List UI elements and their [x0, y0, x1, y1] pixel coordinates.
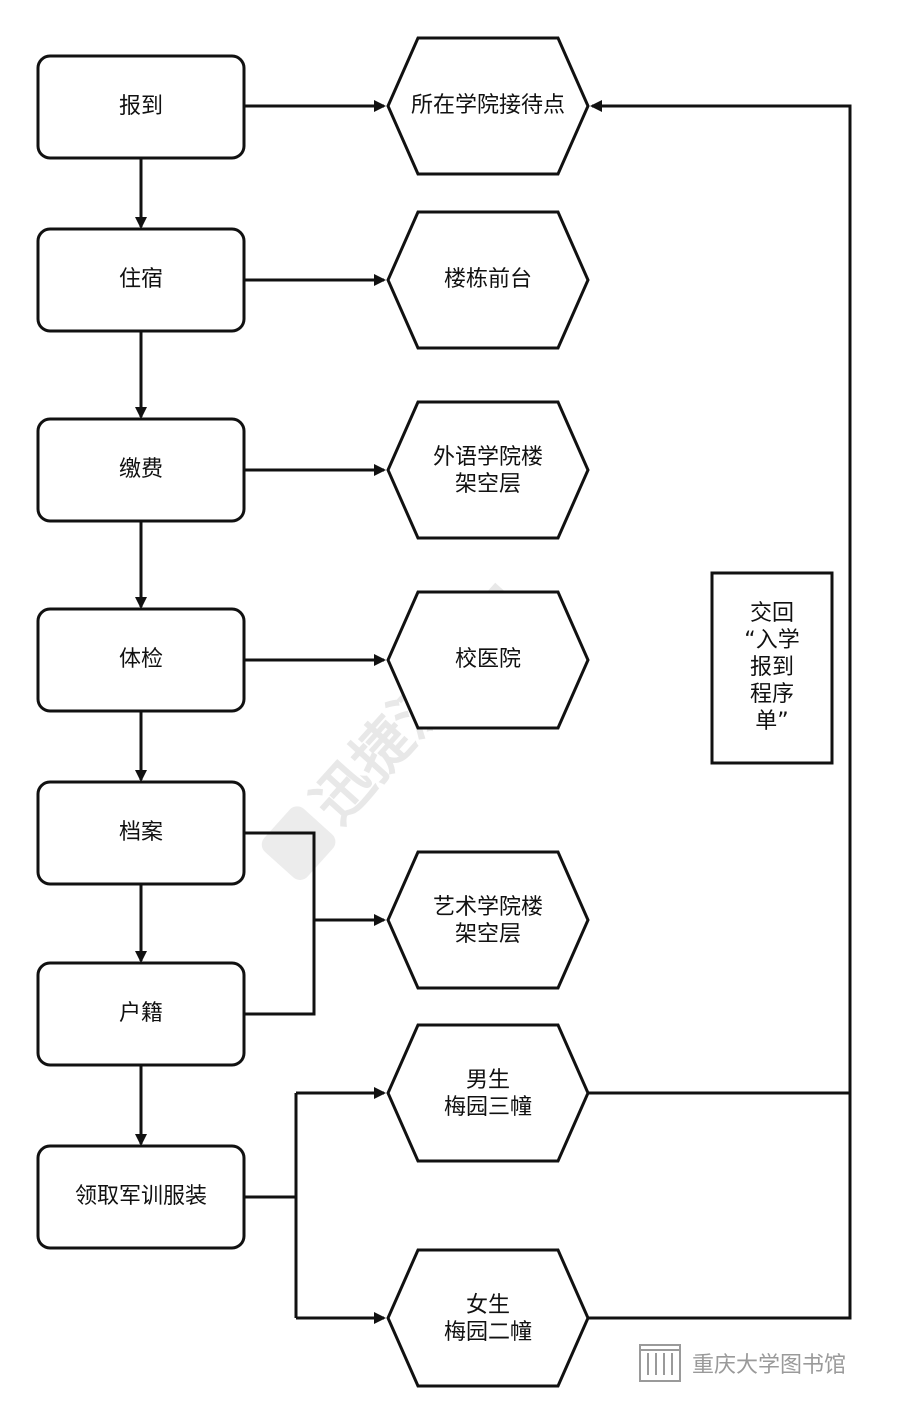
step-checkup: 体检	[36, 607, 246, 713]
note-line: 程序	[750, 682, 794, 707]
step-label: 报到	[119, 94, 163, 119]
location-male-dorm: 男生 梅园三幢	[386, 1023, 590, 1163]
step-label: 档案	[119, 820, 163, 845]
step-label: 缴费	[119, 457, 163, 482]
location-female-dorm: 女生 梅园二幢	[386, 1248, 590, 1388]
step-label: 体检	[119, 647, 163, 672]
watermark-logo-icon	[261, 806, 336, 880]
location-art-building: 艺术学院楼 架空层	[386, 850, 590, 990]
step-archive: 档案	[36, 780, 246, 886]
library-name: 重庆大学图书馆	[692, 1353, 846, 1378]
location-school-hospital: 校医院	[386, 590, 590, 730]
step-label: 户籍	[119, 1001, 163, 1026]
library-icon	[639, 1344, 681, 1382]
step-payment: 缴费	[36, 417, 246, 523]
step-accommodation: 住宿	[36, 227, 246, 333]
note-line: 交回	[750, 601, 794, 626]
location-college-reception: 所在学院接待点	[386, 36, 590, 176]
location-label: 男生	[466, 1068, 510, 1093]
return-loop	[588, 100, 852, 1320]
location-label: 艺术学院楼	[433, 895, 543, 920]
location-label: 梅园三幢	[444, 1095, 532, 1120]
location-connectors	[244, 100, 386, 1324]
location-building-front-desk: 楼栋前台	[386, 210, 590, 350]
location-label: 外语学院楼	[433, 445, 543, 470]
location-label: 楼栋前台	[444, 267, 532, 292]
location-label: 架空层	[455, 922, 521, 947]
step-reporting: 报到	[36, 54, 246, 160]
location-foreign-language-building: 外语学院楼 架空层	[386, 400, 590, 540]
step-label: 住宿	[119, 267, 163, 292]
note-line: 单”	[755, 709, 788, 734]
step-uniform: 领取军训服装	[36, 1144, 246, 1250]
library-logo: 重庆大学图书馆	[639, 1344, 846, 1382]
location-label: 架空层	[455, 472, 521, 497]
note-line: 报到	[750, 655, 794, 680]
location-label: 女生	[466, 1293, 510, 1318]
location-label: 梅园二幢	[444, 1320, 532, 1345]
step-household: 户籍	[36, 961, 246, 1067]
location-label: 校医院	[455, 647, 521, 672]
return-form-note: 交回 “入学 报到 程序 单”	[710, 571, 834, 765]
note-line: “入学	[744, 628, 799, 653]
location-label: 所在学院接待点	[411, 93, 565, 118]
step-label: 领取军训服装	[75, 1184, 207, 1209]
